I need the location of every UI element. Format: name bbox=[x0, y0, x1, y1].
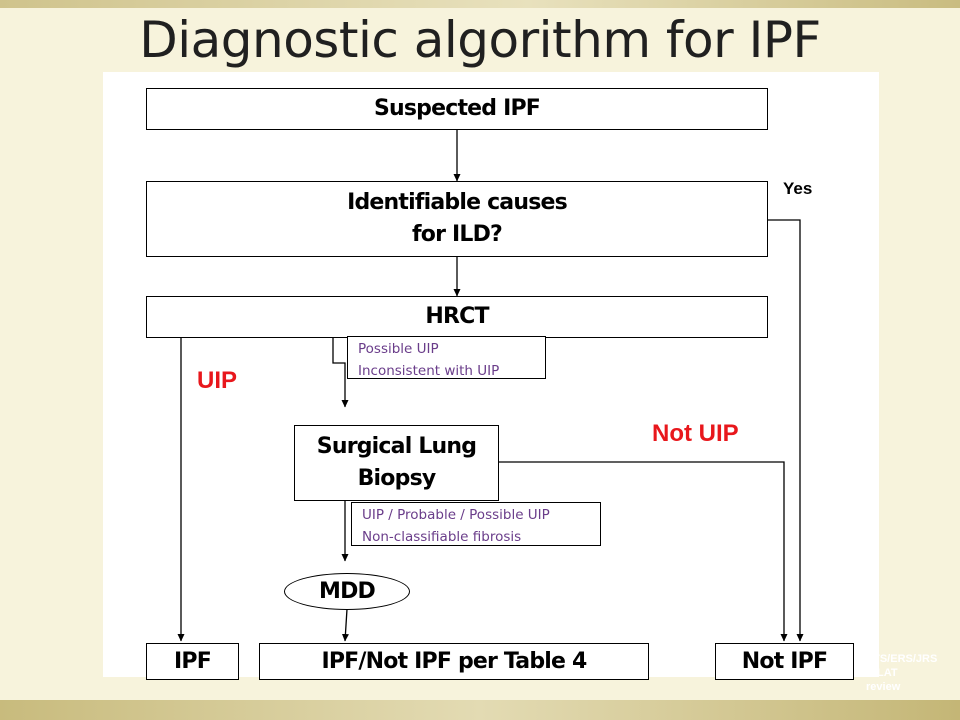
node-hrct-label: HRCT bbox=[425, 304, 489, 329]
corner-note-line: ATS/ERS/JRS bbox=[866, 653, 938, 665]
node-identifiable-causes: Identifiable causes for ILD? bbox=[146, 181, 768, 257]
node-outcome-ipf-label: IPF bbox=[174, 648, 212, 674]
node-mdd-label: MDD bbox=[318, 578, 376, 604]
node-outcome-not-ipf: Not IPF bbox=[715, 643, 854, 680]
criteria-item: Inconsistent with UIP bbox=[358, 363, 500, 379]
node-mdd: MDD bbox=[284, 573, 410, 610]
connector-hrct-to-biopsy bbox=[332, 338, 349, 408]
hrct-criteria-box: Possible UIP Inconsistent with UIP bbox=[347, 336, 546, 379]
criteria-item: UIP / Probable / Possible UIP bbox=[362, 507, 550, 523]
node-identifiable-causes-label: Identifiable causes for ILD? bbox=[347, 190, 568, 247]
node-surgical-lung-biopsy-label: Surgical Lung Biopsy bbox=[316, 434, 477, 491]
node-outcome-not-ipf-label: Not IPF bbox=[741, 648, 828, 674]
bottom-decorative-band bbox=[0, 700, 960, 720]
biopsy-criteria-box: UIP / Probable / Possible UIP Non-classi… bbox=[351, 502, 601, 546]
corner-note-line: review bbox=[866, 681, 901, 693]
node-outcome-per-table-label: IPF/Not IPF per Table 4 bbox=[321, 648, 587, 674]
node-surgical-lung-biopsy: Surgical Lung Biopsy bbox=[294, 425, 499, 501]
corner-note-line: /ALAT bbox=[866, 667, 898, 679]
node-hrct: HRCT bbox=[146, 296, 768, 338]
connector-mdd-to-table bbox=[341, 608, 349, 642]
criteria-item: Possible UIP bbox=[358, 341, 439, 357]
node-suspected-ipf: Suspected IPF bbox=[146, 88, 768, 130]
criteria-item: Non-classifiable fibrosis bbox=[362, 529, 522, 545]
edge-label-uip: UIP bbox=[197, 367, 238, 394]
corner-note: ATS/ERS/JRS /ALAT review bbox=[866, 652, 956, 694]
top-decorative-band bbox=[0, 0, 960, 8]
connector-biopsy-not-uip-to-not-ipf bbox=[499, 461, 788, 642]
node-suspected-ipf-label: Suspected IPF bbox=[373, 96, 541, 121]
node-outcome-per-table: IPF/Not IPF per Table 4 bbox=[259, 643, 649, 680]
slide-title: Diagnostic algorithm for IPF bbox=[139, 11, 821, 69]
edge-label-yes: Yes bbox=[783, 179, 813, 198]
connector-causes-yes-to-not-ipf bbox=[768, 219, 804, 642]
node-outcome-ipf: IPF bbox=[146, 643, 239, 680]
edge-label-not-uip: Not UIP bbox=[652, 420, 739, 447]
